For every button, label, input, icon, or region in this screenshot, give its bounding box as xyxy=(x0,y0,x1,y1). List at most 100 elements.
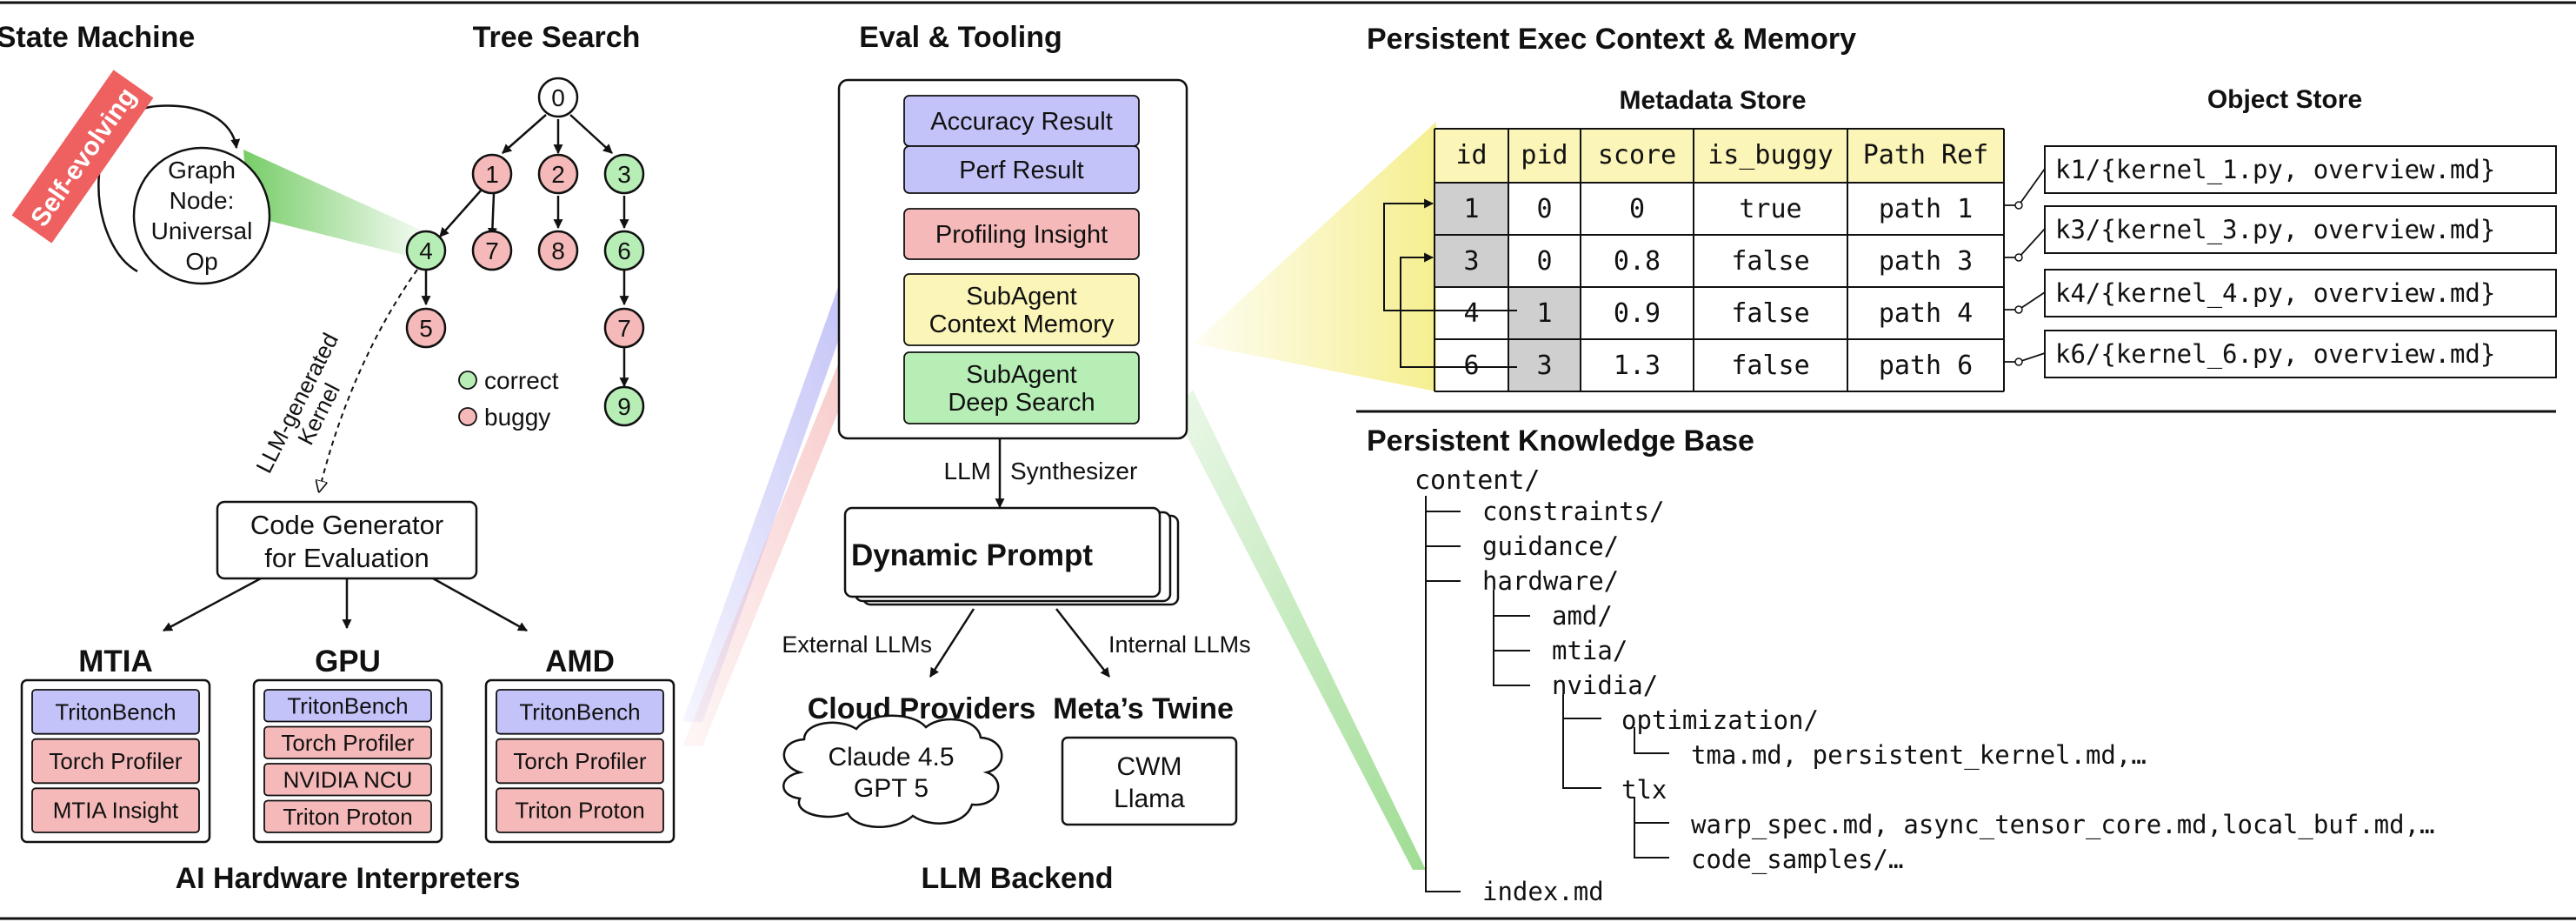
table-cell: 4 xyxy=(1463,298,1479,329)
hardware-tool-chip xyxy=(496,689,664,735)
object-store-label: k3/{kernel_3.py, overview.md} xyxy=(2055,215,2495,245)
kb-entry: warp_spec.md, async_tensor_core.md,local… xyxy=(1691,810,2435,840)
external-llms-label: External LLMs xyxy=(782,631,932,658)
tree-node: 4 xyxy=(405,230,447,271)
hardware-tool-chip xyxy=(263,725,432,759)
hardware-column-title: GPU xyxy=(315,645,381,678)
object-link-dot xyxy=(2014,305,2023,314)
hardware-tool-label: Torch Profiler xyxy=(281,730,414,756)
eval-item: Profiling Insight xyxy=(903,208,1140,260)
table-cell-highlight xyxy=(1508,287,1581,339)
hardware-tool-chip xyxy=(496,738,664,785)
tree-node-label: 6 xyxy=(617,237,631,264)
kb-root: content/ xyxy=(1414,465,1541,496)
object-link-line xyxy=(2004,352,2046,363)
hardware-tool-label: Triton Proton xyxy=(515,798,644,824)
table-cell: 0.9 xyxy=(1614,298,1661,329)
cloud-line-1: Claude 4.5 xyxy=(828,743,954,772)
hardware-tool-chip xyxy=(263,763,432,797)
object-store-label: k1/{kernel_1.py, overview.md} xyxy=(2055,155,2495,185)
table-cell: 1 xyxy=(1536,298,1552,329)
tree-node-label: 1 xyxy=(485,161,499,188)
kb-entry: hardware/ xyxy=(1482,566,1619,596)
object-store-box xyxy=(2044,145,2557,194)
tree-node-circle xyxy=(603,153,645,195)
hardware-tool-label: Triton Proton xyxy=(283,804,412,830)
eval-item-label: Perf Result xyxy=(959,157,1083,184)
tree-node-label: 4 xyxy=(419,237,433,264)
tree-node-label: 0 xyxy=(551,84,565,111)
internal-line-2: Llama xyxy=(1114,785,1185,813)
table-cell: false xyxy=(1731,246,1809,277)
object-store-box xyxy=(2044,205,2557,254)
tree-node-label: 8 xyxy=(551,237,565,264)
internal-backend-title: Meta’s Twine xyxy=(1053,692,1234,725)
tree-node-circle xyxy=(471,230,513,271)
kb-tree-lines xyxy=(1425,496,1669,892)
tree-node: 2 xyxy=(537,153,579,195)
tree-node-circle xyxy=(405,307,447,349)
tree-node-circle xyxy=(537,153,579,195)
self-evolving-badge: Self-evolving xyxy=(11,70,154,244)
object-store-label: k6/{kernel_6.py, overview.md} xyxy=(2055,339,2495,370)
tree-node-label: 5 xyxy=(419,315,433,342)
eval-item-label: Deep Search xyxy=(948,389,1095,417)
dynamic-prompt-stack xyxy=(843,506,1180,606)
object-link-line xyxy=(2004,291,2046,311)
tree-node: 7 xyxy=(471,230,513,271)
object-store-entry: k3/{kernel_3.py, overview.md} xyxy=(2004,205,2557,262)
tree-node-circle xyxy=(537,77,579,118)
table-cell: 0.8 xyxy=(1614,246,1661,277)
eval-item: Accuracy Result xyxy=(903,95,1140,147)
svg-text:Node:: Node: xyxy=(170,187,235,214)
synthesizer-label-right: Synthesizer xyxy=(1010,458,1137,484)
legend-buggy-label: buggy xyxy=(484,404,550,431)
eval-item-box xyxy=(903,351,1140,424)
hardware-column-title: AMD xyxy=(545,645,615,678)
kb-entries: constraints/guidance/hardware/amd/mtia/n… xyxy=(1482,497,2435,906)
beam-graph-node xyxy=(243,150,428,261)
tree-node-label: 7 xyxy=(617,315,631,342)
kb-entry: guidance/ xyxy=(1482,531,1619,561)
table-header-bg xyxy=(1434,129,2004,183)
hardware-tool-chip xyxy=(31,787,200,833)
llm-generated-kernel-arrow xyxy=(319,269,418,491)
hardware-tool-label: Torch Profiler xyxy=(513,748,646,774)
object-store-entry: k6/{kernel_6.py, overview.md} xyxy=(2004,330,2557,378)
object-link-dot xyxy=(2014,201,2023,210)
cloud-providers-title: Cloud Providers xyxy=(808,692,1036,725)
llm-backend-caption: LLM Backend xyxy=(921,862,1113,895)
kb-entry: nvidia/ xyxy=(1552,671,1658,700)
metadata-store-title: Metadata Store xyxy=(1619,86,1806,115)
table-header-cell: score xyxy=(1598,140,1676,170)
kb-entry: index.md xyxy=(1482,877,1604,906)
tree-node-circle xyxy=(405,230,447,271)
code-generator-line-1: Code Generator xyxy=(250,510,443,540)
hardware-caption: AI Hardware Interpreters xyxy=(176,862,521,895)
svg-text:Graph: Graph xyxy=(168,157,236,184)
eval-item-label: Context Memory xyxy=(929,311,1115,338)
object-store-entry: k4/{kernel_4.py, overview.md} xyxy=(2004,269,2557,317)
tree-node: 6 xyxy=(603,230,645,271)
svg-text:Op: Op xyxy=(185,248,217,275)
object-store-title: Object Store xyxy=(2207,85,2362,114)
table-cell: 0 xyxy=(1536,246,1552,277)
tree-node: 1 xyxy=(471,153,513,195)
hardware-column-title: MTIA xyxy=(78,645,153,678)
eval-item-box xyxy=(903,208,1140,260)
tree-legend: correct buggy xyxy=(458,367,559,431)
tree-node-circle xyxy=(471,153,513,195)
svg-text:Self-evolving: Self-evolving xyxy=(25,83,142,232)
eval-item-box xyxy=(903,273,1140,346)
legend-buggy-swatch xyxy=(458,407,477,426)
kb-entry: amd/ xyxy=(1552,601,1613,631)
table-cell: path 1 xyxy=(1879,194,1973,224)
